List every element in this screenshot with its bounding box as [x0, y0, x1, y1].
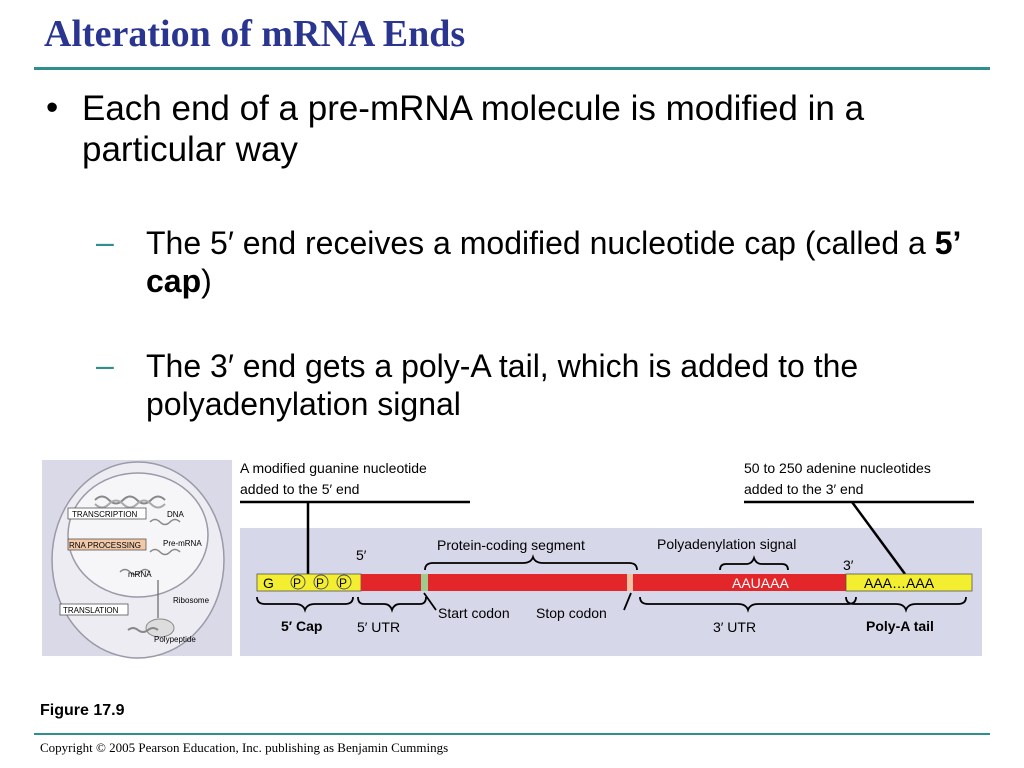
pre-mrna-label: Pre-mRNA [163, 539, 202, 548]
sub-bullet-cap-tail: ) [201, 263, 212, 300]
rna-processing-label: RNA PROCESSING [69, 541, 141, 550]
footer-divider [34, 733, 990, 735]
dna-label: DNA [167, 510, 185, 519]
phosphate-label-2: P [316, 576, 324, 590]
gene-expression-overview: TRANSCRIPTION DNA RNA PROCESSING Pre-mRN… [42, 460, 232, 659]
protein-coding-bracket [424, 554, 638, 571]
aauaaa-sequence: AAUAAA [732, 575, 789, 591]
phosphate-label-1: P [293, 576, 301, 590]
mrna-diagram: A modified guanine nucleotide added to t… [240, 460, 982, 656]
ribosome-label: Ribosome [173, 596, 210, 605]
figure-number: Figure 17.9 [40, 702, 125, 719]
start-codon-mark [421, 574, 428, 591]
translation-box [59, 603, 129, 616]
tail-note-pointer [850, 501, 907, 575]
rna-processing-box [67, 538, 147, 551]
diagram-background [240, 528, 982, 656]
translation-label: TRANSLATION [63, 606, 119, 615]
polypeptide-label: Polypeptide [154, 635, 196, 644]
ribosome-shape [145, 618, 175, 638]
slide-title: Alteration of mRNA Ends [44, 13, 466, 55]
dna-helix-2 [94, 499, 166, 509]
transcription-label: TRANSCRIPTION [72, 510, 138, 519]
five-prime-label: 5′ [356, 547, 367, 563]
poly-a-sequence: AAA…AAA [864, 575, 935, 591]
sub-bullet-tail: The 3′ end gets a poly-A tail, which is … [146, 348, 859, 423]
phosphate-circle-1 [290, 574, 306, 590]
pre-mrna-strand [149, 548, 181, 556]
stop-codon-label: Stop codon [536, 605, 607, 621]
utr3-label: 3′ UTR [713, 619, 756, 635]
sub-bullet-cap: The 5′ end receives a modified nucleotid… [146, 224, 996, 301]
transcription-box [67, 507, 147, 520]
utr5-bracket [357, 596, 427, 613]
mrna-strand [119, 568, 151, 576]
cap-guanine: G [263, 575, 274, 591]
phosphate-circle-2 [313, 574, 329, 590]
poly-a-tail-segment [845, 573, 973, 592]
stop-codon-pointer [623, 592, 632, 611]
copyright-notice: Copyright © 2005 Pearson Education, Inc.… [40, 740, 449, 755]
bullet-marker: • [46, 88, 59, 127]
mrna-body [361, 574, 846, 591]
cap-note-line-1: A modified guanine nucleotide [240, 460, 427, 476]
tail-note-line-2: added to the 3′ end [744, 481, 863, 497]
polyA-signal-label: Polyadenylation signal [657, 536, 796, 552]
tail-note-line-1: 50 to 250 adenine nucleotides [744, 460, 931, 476]
start-codon-pointer [423, 592, 437, 611]
polypeptide-chain [127, 627, 159, 633]
cap-bracket [256, 596, 354, 613]
dna-strand [149, 518, 181, 526]
nucleus-outline [67, 472, 209, 598]
three-prime-label: 3′ [843, 557, 854, 573]
polyA-tail-bracket [845, 596, 967, 613]
polyA-signal-bracket [719, 555, 789, 571]
cap-label: 5′ Cap [281, 618, 322, 634]
stop-codon-mark [627, 574, 633, 591]
utr5-label: 5′ UTR [357, 619, 400, 635]
cap-note-line-2: added to the 5′ end [240, 481, 359, 497]
mrna-label: mRNA [128, 570, 152, 579]
title-divider [34, 67, 990, 70]
polyA-tail-label: Poly-A tail [866, 618, 934, 634]
phosphate-label-3: P [339, 576, 347, 590]
sub-bullet-marker: – [96, 224, 114, 260]
protein-coding-label: Protein-coding segment [437, 537, 585, 553]
sub-bullet-marker: – [96, 347, 114, 383]
sub-bullet-cap-text: The 5′ end receives a modified nucleotid… [146, 225, 935, 261]
bullet-main: Each end of a pre-mRNA molecule is modif… [82, 89, 865, 170]
start-codon-label: Start codon [438, 605, 510, 621]
phosphate-circle-3 [336, 574, 352, 590]
sub-bullet-cap-term: 5’ cap [146, 225, 960, 300]
dna-helix-1 [94, 495, 166, 505]
